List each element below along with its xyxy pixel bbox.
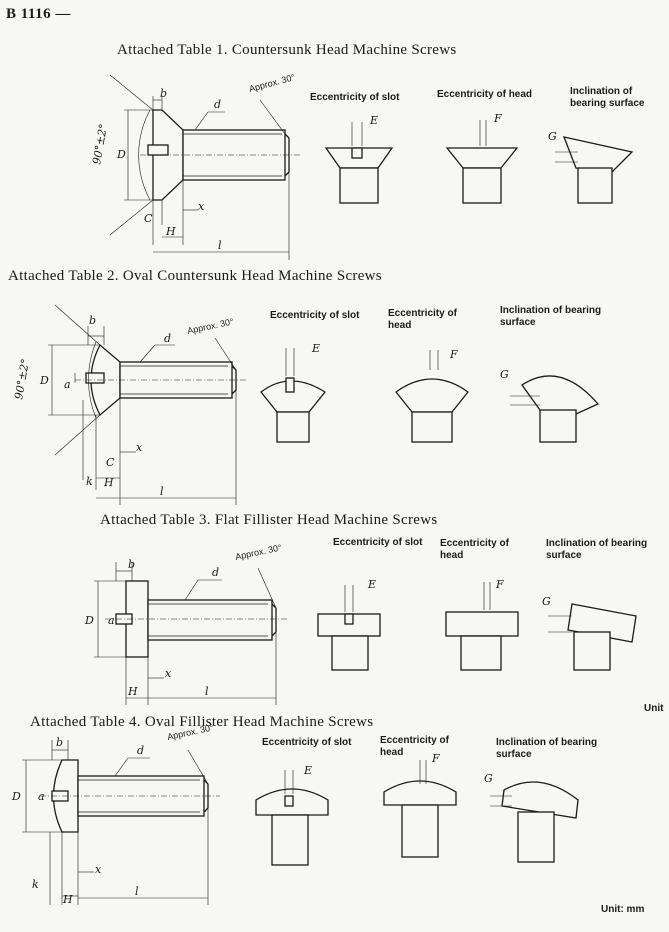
- section-1-main-drawing: 90°±2° D b d Approx. 30° C x H l: [90, 72, 300, 260]
- s3-F-label: F: [495, 578, 504, 591]
- s1-x-label: x: [198, 200, 205, 213]
- s2-F-label: F: [449, 348, 458, 361]
- s4-H-label: H: [62, 893, 73, 906]
- s2-head-label: Eccentricity of head: [388, 308, 457, 331]
- s3-d-label: d: [212, 566, 219, 579]
- s2-a-label: a: [64, 378, 71, 391]
- s4-E-label: E: [303, 764, 312, 777]
- s1-C-label: C: [144, 212, 153, 225]
- s3-head-label: Eccentricity of head: [440, 538, 509, 561]
- section-2-title: Attached Table 2. Oval Countersunk Head …: [8, 268, 382, 284]
- s4-d-label: d: [137, 744, 144, 757]
- s3-E-label: E: [367, 578, 376, 591]
- s3-unit-label: Unit: [644, 703, 664, 714]
- s1-d-label: d: [214, 98, 221, 111]
- s2-C-label: C: [106, 456, 115, 469]
- s4-b-label: b: [56, 736, 63, 749]
- s3-slot-label: Eccentricity of slot: [333, 537, 423, 548]
- s1-b-label: b: [160, 87, 167, 100]
- section-2-main-drawing: 90°±2° D a b d Approx. 30° C x k H l: [12, 304, 248, 505]
- s1-l-label: l: [218, 239, 222, 252]
- s2-k-label: k: [86, 475, 93, 488]
- s1-F-label: F: [493, 112, 502, 125]
- s2-G-label: G: [500, 368, 509, 381]
- page-header: B 1116 —: [6, 6, 71, 22]
- s4-F-label: F: [431, 752, 440, 765]
- s3-a-label: a: [108, 614, 115, 627]
- s4-slot-label: Eccentricity of slot: [262, 737, 352, 748]
- section-1-detail-drawings: E F G: [324, 112, 634, 204]
- s3-G-label: G: [542, 595, 551, 608]
- s1-E-label: E: [369, 114, 378, 127]
- s2-incl-label: Inclination of bearing surface: [500, 305, 602, 328]
- s4-G-label: G: [484, 772, 493, 785]
- s1-H-label: H: [165, 225, 176, 238]
- section-1-title: Attached Table 1. Countersunk Head Machi…: [117, 42, 457, 58]
- s1-incl-label: Inclination of bearing surface: [570, 86, 645, 109]
- s2-d-label: d: [164, 332, 171, 345]
- s1-D-label: D: [116, 148, 126, 161]
- section-2-detail-drawings: E F G: [260, 342, 600, 443]
- section-3-title: Attached Table 3. Flat Fillister Head Ma…: [100, 512, 438, 528]
- s3-incl-label: Inclination of bearing surface: [546, 538, 648, 561]
- s3-b-label: b: [128, 558, 135, 571]
- s1-slot-label: Eccentricity of slot: [310, 92, 400, 103]
- section-3-main-drawing: D a b d Approx. 30° x H l: [84, 542, 288, 705]
- s1-head-label: Eccentricity of head: [437, 89, 533, 100]
- s2-D-label: D: [39, 374, 49, 387]
- s3-l-label: l: [205, 685, 209, 698]
- s2-x-label: x: [136, 441, 143, 454]
- s4-k-label: k: [32, 878, 39, 891]
- s4-l-label: l: [135, 885, 139, 898]
- s2-E-label: E: [311, 342, 320, 355]
- s2-b-label: b: [89, 314, 96, 327]
- s4-incl-label: Inclination of bearing surface: [496, 737, 598, 760]
- s3-D-label: D: [84, 614, 94, 627]
- s3-x-label: x: [165, 667, 172, 680]
- s4-unit-label: Unit: mm: [601, 904, 645, 915]
- s4-x-label: x: [95, 863, 102, 876]
- s4-D-label: D: [11, 790, 21, 803]
- s4-head-label: Eccentricity of head: [380, 735, 449, 758]
- s2-l-label: l: [160, 485, 164, 498]
- s1-G-label: G: [548, 130, 557, 143]
- s2-H-label: H: [103, 476, 114, 489]
- section-3-detail-drawings: E F G: [317, 578, 637, 671]
- s2-slot-label: Eccentricity of slot: [270, 310, 360, 321]
- s4-a-label: a: [38, 790, 45, 803]
- section-4-title: Attached Table 4. Oval Fillister Head Ma…: [30, 714, 374, 730]
- s3-H-label: H: [127, 685, 138, 698]
